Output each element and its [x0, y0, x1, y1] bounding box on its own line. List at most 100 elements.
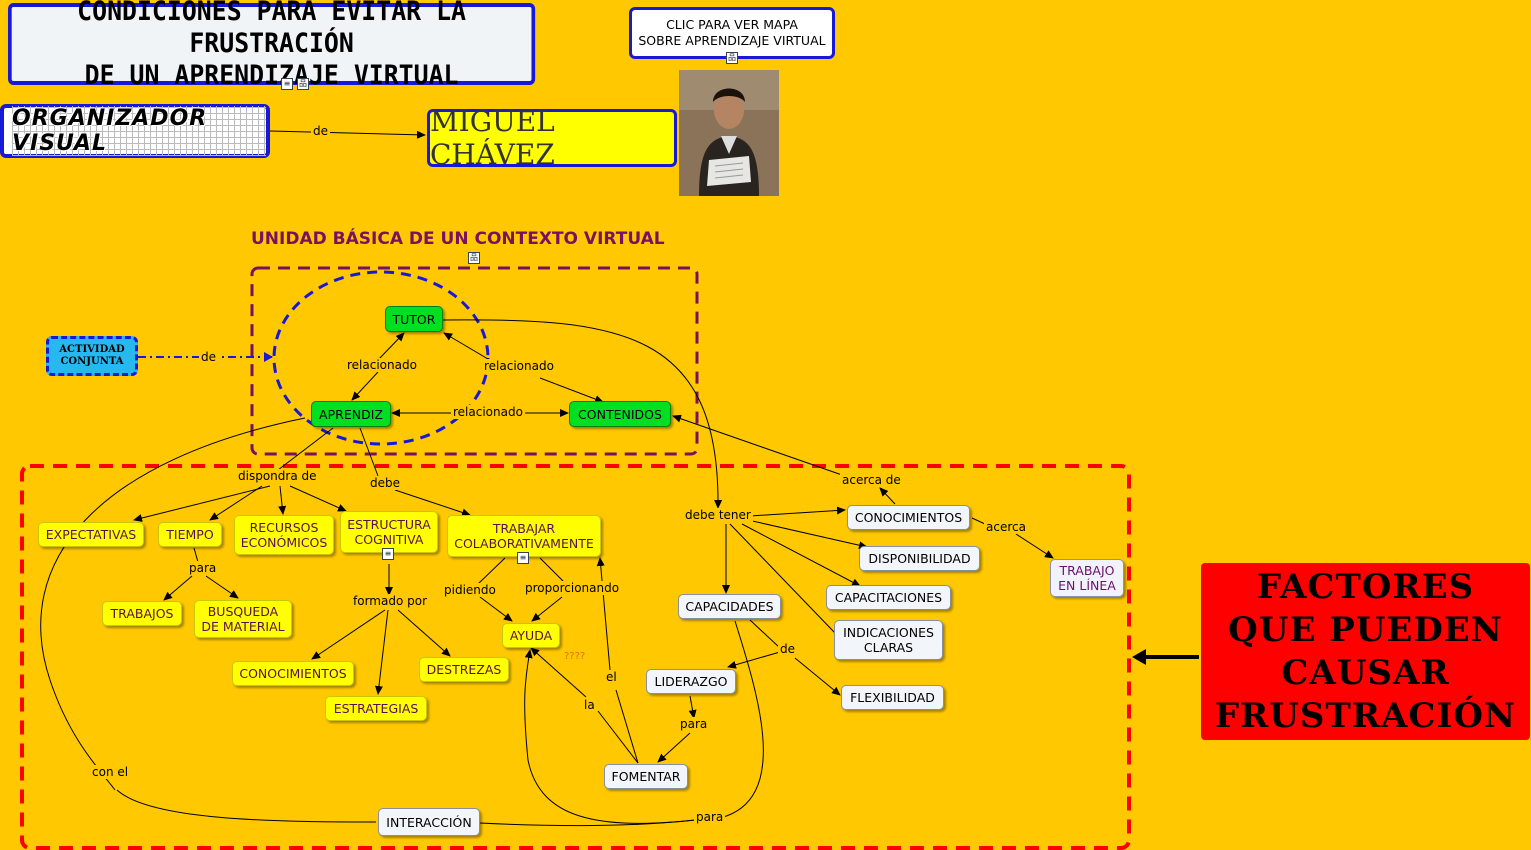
author-name: MIGUEL CHÁVEZ: [430, 105, 555, 171]
link-label-la: la: [582, 698, 597, 712]
concept-map-icon[interactable]: 品: [297, 78, 309, 90]
document-icon[interactable]: ≡: [281, 78, 293, 90]
link-label-relacionado: relacionado: [482, 359, 556, 373]
document-icon[interactable]: ≡: [382, 548, 394, 560]
aprendiz-label: APRENDIZ: [319, 406, 383, 422]
map-link-line2: SOBRE APRENDIZAJE VIRTUAL: [638, 33, 826, 48]
link-label-dispondra: dispondra de: [236, 469, 319, 483]
main-title: CONDICIONES PARA EVITAR LA FRUSTRACIÓN D…: [8, 0, 536, 91]
trabajos-node[interactable]: TRABAJOS: [102, 601, 182, 626]
link-label-acerca: acerca: [984, 520, 1028, 534]
expectativas-label: EXPECTATIVAS: [45, 527, 137, 542]
estructura-node[interactable]: ESTRUCTURA COGNITIVA: [340, 511, 438, 553]
conocimientos-label: CONOCIMIENTOS: [239, 666, 347, 681]
organizer-box[interactable]: ORGANIZADOR VISUAL: [0, 104, 270, 158]
destrezas-label: DESTREZAS: [426, 662, 502, 677]
disponibilidad-node[interactable]: DISPONIBILIDAD: [859, 546, 980, 571]
main-title-line1: CONDICIONES PARA EVITAR LA FRUSTRACIÓN: [77, 0, 466, 59]
busqueda-label-line2: DE MATERIAL: [201, 619, 285, 634]
link-label-de: de: [199, 350, 218, 364]
tutor-node[interactable]: TUTOR: [385, 306, 443, 332]
recursos-label-line2: ECONÓMICOS: [240, 535, 328, 550]
liderazgo-label: LIDERAZGO: [654, 674, 728, 689]
tutor-label: TUTOR: [392, 311, 436, 327]
trabajar-node[interactable]: TRABAJAR COLABORATIVAMENTE: [447, 515, 601, 557]
liderazgo-node[interactable]: LIDERAZGO: [646, 669, 736, 694]
capacitaciones-node[interactable]: CAPACITACIONES: [826, 585, 951, 610]
link-label-acerca-de: acerca de: [840, 473, 903, 487]
map-link-button[interactable]: CLIC PARA VER MAPA SOBRE APRENDIZAJE VIR…: [629, 7, 835, 59]
destrezas-node[interactable]: DESTREZAS: [419, 657, 509, 682]
document-icon[interactable]: ≡: [517, 552, 529, 564]
tiempo-label: TIEMPO: [166, 527, 214, 542]
link-label-debe-tener: debe tener: [683, 508, 753, 522]
contenidos-node[interactable]: CONTENIDOS: [569, 401, 671, 427]
activity-label: ACTIVIDAD CONJUNTA: [59, 344, 125, 367]
factors-line4: FRUSTRACIÓN: [1214, 695, 1517, 736]
organizer-label: ORGANIZADOR VISUAL: [12, 106, 266, 156]
capacidades-node[interactable]: CAPACIDADES: [678, 594, 781, 619]
link-label-qmarks: ????: [564, 651, 586, 662]
contenidos-label: CONTENIDOS: [578, 406, 662, 422]
flexibilidad-node[interactable]: FLEXIBILIDAD: [841, 685, 944, 710]
conocimientos-node[interactable]: CONOCIMIENTOS: [232, 661, 354, 686]
estructura-label-line1: ESTRUCTURA: [347, 517, 431, 532]
interaccion-label: INTERACCIÓN: [386, 814, 472, 830]
link-label-el: el: [604, 670, 619, 684]
link-label-formado-por: formado por: [351, 594, 429, 608]
factors-line3: CAUSAR: [1281, 652, 1450, 693]
factors-line1: FACTORES: [1256, 566, 1475, 607]
author-box[interactable]: MIGUEL CHÁVEZ: [427, 105, 677, 171]
trabajo-label-line2: EN LÍNEA: [1058, 578, 1116, 593]
link-label-para: para: [678, 717, 710, 731]
estrategias-label: ESTRATEGIAS: [333, 701, 419, 716]
recursos-node[interactable]: RECURSOS ECONÓMICOS: [234, 515, 334, 555]
busqueda-node[interactable]: BUSQUEDA DE MATERIAL: [194, 600, 292, 638]
unit-title: UNIDAD BÁSICA DE UN CONTEXTO VIRTUAL: [251, 229, 665, 249]
indicaciones-label-line2: CLARAS: [863, 640, 914, 655]
link-label-proporcionando: proporcionando: [523, 581, 622, 595]
expectativas-node[interactable]: EXPECTATIVAS: [38, 522, 144, 547]
capacidades-label: CAPACIDADES: [685, 599, 774, 614]
conocimientos2-label: CONOCIMIENTOS: [854, 510, 963, 525]
author-photo: [679, 70, 779, 196]
map-link-line1: CLIC PARA VER MAPA: [666, 17, 798, 32]
link-label-pidiendo: pidiendo: [442, 583, 498, 597]
link-label-relacionado: relacionado: [345, 358, 419, 372]
concept-map-icon[interactable]: 品: [468, 252, 480, 264]
interaccion-node[interactable]: INTERACCIÓN: [378, 808, 480, 836]
main-title-line2: DE UN APRENDIZAJE VIRTUAL: [84, 60, 459, 91]
tiempo-node[interactable]: TIEMPO: [158, 522, 222, 547]
flexibilidad-label: FLEXIBILIDAD: [850, 690, 935, 705]
trabajo-label-line1: TRABAJO: [1059, 563, 1115, 578]
link-label-de: de: [311, 124, 330, 138]
link-label-debe: debe: [368, 476, 402, 490]
link-label-relacionado: relacionado: [451, 405, 525, 419]
trabajo-en-linea-node[interactable]: TRABAJO EN LÍNEA: [1050, 559, 1124, 597]
aprendiz-node[interactable]: APRENDIZ: [311, 401, 391, 427]
indicaciones-label-line1: INDICACIONES: [843, 625, 934, 640]
factors-line2: QUE PUEDEN: [1228, 609, 1503, 650]
link-label-para: para: [694, 810, 726, 824]
trabajar-label-line2: COLABORATIVAMENTE: [454, 536, 594, 551]
ayuda-node[interactable]: AYUDA: [502, 623, 560, 648]
conocimientos2-node[interactable]: CONOCIMIENTOS: [847, 505, 970, 530]
activity-node[interactable]: ACTIVIDAD CONJUNTA: [46, 336, 138, 376]
factors-box[interactable]: FACTORES QUE PUEDEN CAUSAR FRUSTRACIÓN: [1201, 563, 1530, 740]
trabajos-label: TRABAJOS: [110, 606, 174, 621]
link-label-con-el: con el: [90, 765, 131, 779]
link-label-para: para: [187, 561, 219, 575]
estructura-label-line2: COGNITIVA: [354, 532, 424, 547]
busqueda-label-line1: BUSQUEDA: [207, 604, 279, 619]
estrategias-node[interactable]: ESTRATEGIAS: [325, 696, 427, 721]
capacitaciones-label: CAPACITACIONES: [834, 590, 943, 605]
disponibilidad-label: DISPONIBILIDAD: [868, 551, 971, 566]
fomentar-node[interactable]: FOMENTAR: [604, 764, 688, 789]
indicaciones-node[interactable]: INDICACIONES CLARAS: [834, 620, 943, 660]
link-label-de: de: [778, 642, 797, 656]
fomentar-label: FOMENTAR: [611, 769, 681, 784]
recursos-label-line1: RECURSOS: [249, 520, 319, 535]
concept-map-icon[interactable]: 品: [726, 52, 738, 64]
ayuda-label: AYUDA: [509, 628, 553, 643]
trabajar-label-line1: TRABAJAR: [492, 521, 556, 536]
